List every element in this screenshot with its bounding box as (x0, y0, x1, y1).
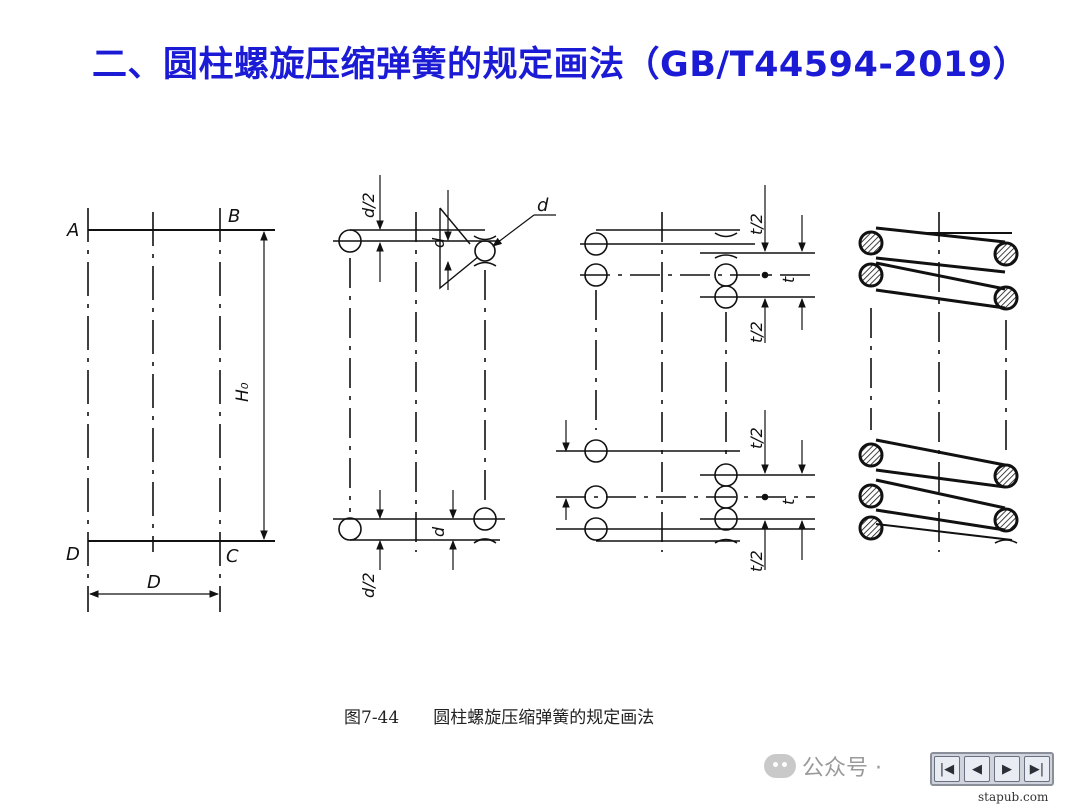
figure-caption: 图7-44 圆柱螺旋压缩弹簧的规定画法 (344, 703, 654, 728)
figure-number: 图7-44 (344, 708, 400, 728)
label-t-2: t (779, 498, 798, 505)
watermark: 公众号 · (764, 750, 882, 782)
label-t-half-1: t/2 (747, 213, 766, 235)
view-pitch (556, 185, 815, 570)
page-title: 二、圆柱螺旋压缩弹簧的规定画法（GB/T44594-2019） (92, 45, 1029, 85)
next-icon[interactable]: ▶ (994, 756, 1020, 782)
first-icon[interactable]: |◀ (934, 756, 960, 782)
section-coils (858, 230, 1019, 541)
view-section (875, 226, 1013, 541)
view-simplified (87, 208, 275, 612)
label-t-half-4: t/2 (747, 550, 766, 572)
label-d-top: d (429, 237, 448, 248)
wechat-icon (764, 754, 796, 778)
label-t-half-3: t/2 (747, 427, 766, 449)
label-d-half-top: d/2 (359, 192, 378, 218)
watermark-text: 公众号 · (802, 756, 882, 781)
view-end-coils (333, 175, 556, 570)
label-t-half-2: t/2 (747, 321, 766, 343)
label-B: B (228, 206, 240, 227)
last-icon[interactable]: ▶| (1024, 756, 1050, 782)
label-t-1: t (779, 276, 798, 283)
label-d-bottom: d (429, 526, 448, 537)
label-d-half-bottom: d/2 (359, 572, 378, 598)
site-watermark: stapub.com (978, 790, 1049, 804)
spring-drawing: A B D C D H₀ d/2 d d d d/2 (66, 175, 1019, 612)
slide-nav-bar: |◀ ◀ ▶ ▶| (930, 752, 1054, 786)
figure-caption-text: 圆柱螺旋压缩弹簧的规定画法 (433, 708, 655, 728)
label-D-corner: D (66, 544, 80, 565)
label-d-leader: d (537, 195, 549, 216)
section-center-lines (870, 212, 1018, 552)
prev-icon[interactable]: ◀ (964, 756, 990, 782)
label-D-dim: D (147, 572, 161, 593)
label-C: C (226, 546, 239, 567)
label-A: A (66, 220, 79, 241)
label-H0: H₀ (233, 382, 253, 402)
